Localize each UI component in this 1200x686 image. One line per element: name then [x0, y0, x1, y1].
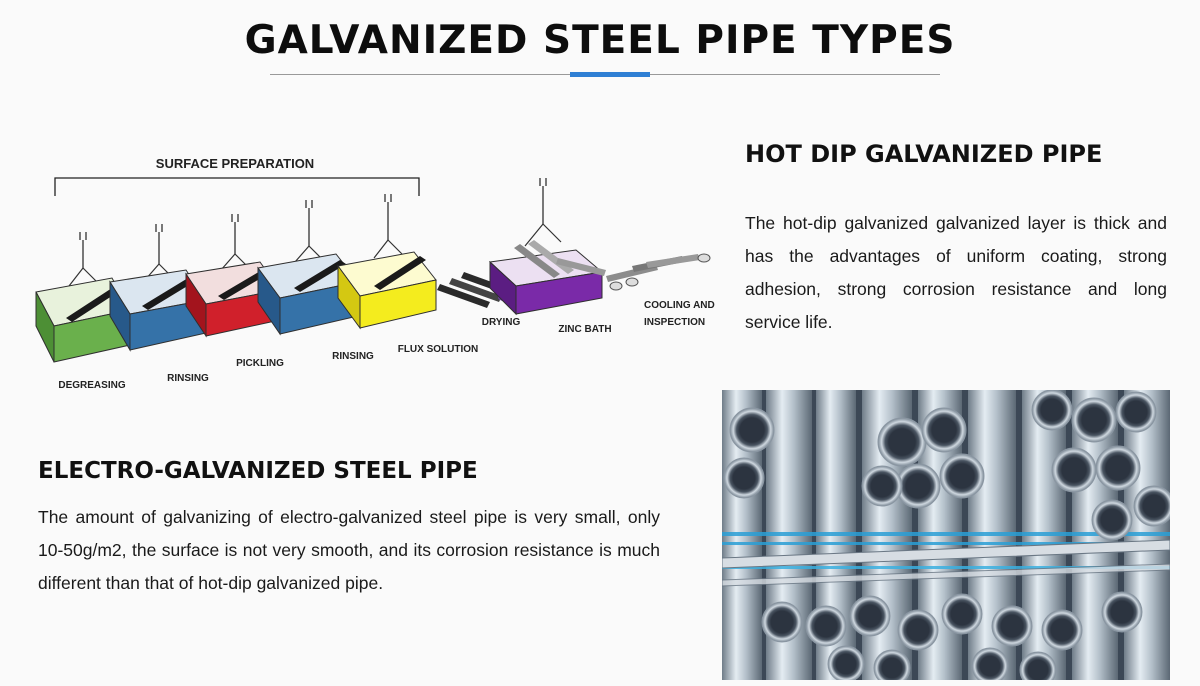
step-label-flux-solution: FLUX SOLUTION [398, 344, 479, 355]
pipe-bundle-illustration [722, 390, 1170, 680]
step-label-pickling: PICKLING [236, 358, 284, 369]
tank-degreasing [35, 232, 131, 363]
hot-dip-title: HOT DIP GALVANIZED PIPE [745, 140, 1103, 168]
tank-zinc-bath [488, 178, 606, 316]
step-label-inspection: INSPECTION [644, 317, 705, 328]
step-label-rinsing-1: RINSING [167, 373, 209, 384]
tank-pickling [185, 214, 281, 338]
electro-galvanized-title: ELECTRO-GALVANIZED STEEL PIPE [38, 458, 478, 484]
step-label-rinsing-2: RINSING [332, 351, 374, 362]
step-label-cooling: COOLING AND [644, 300, 715, 311]
surface-preparation-label: SURFACE PREPARATION [156, 156, 314, 171]
cooling-pipes [606, 253, 711, 291]
step-label-drying: DRYING [482, 317, 521, 328]
galvanizing-process-diagram: SURFACE PREPARATION [35, 156, 715, 391]
hot-dip-description: The hot-dip galvanized galvanized layer … [745, 213, 1167, 332]
tank-rinsing-1 [109, 224, 207, 352]
electro-galvanized-description: The amount of galvanizing of electro-gal… [38, 507, 660, 593]
page-title: GALVANIZED STEEL PIPE TYPES [244, 18, 956, 63]
title-accent-bar [570, 72, 650, 77]
step-label-zinc-bath: ZINC BATH [558, 324, 611, 335]
galvanized-pipes-photo [722, 390, 1170, 680]
tank-flux-solution [337, 194, 437, 330]
step-label-degreasing: DEGREASING [58, 380, 125, 391]
surface-preparation-bracket [54, 177, 420, 196]
